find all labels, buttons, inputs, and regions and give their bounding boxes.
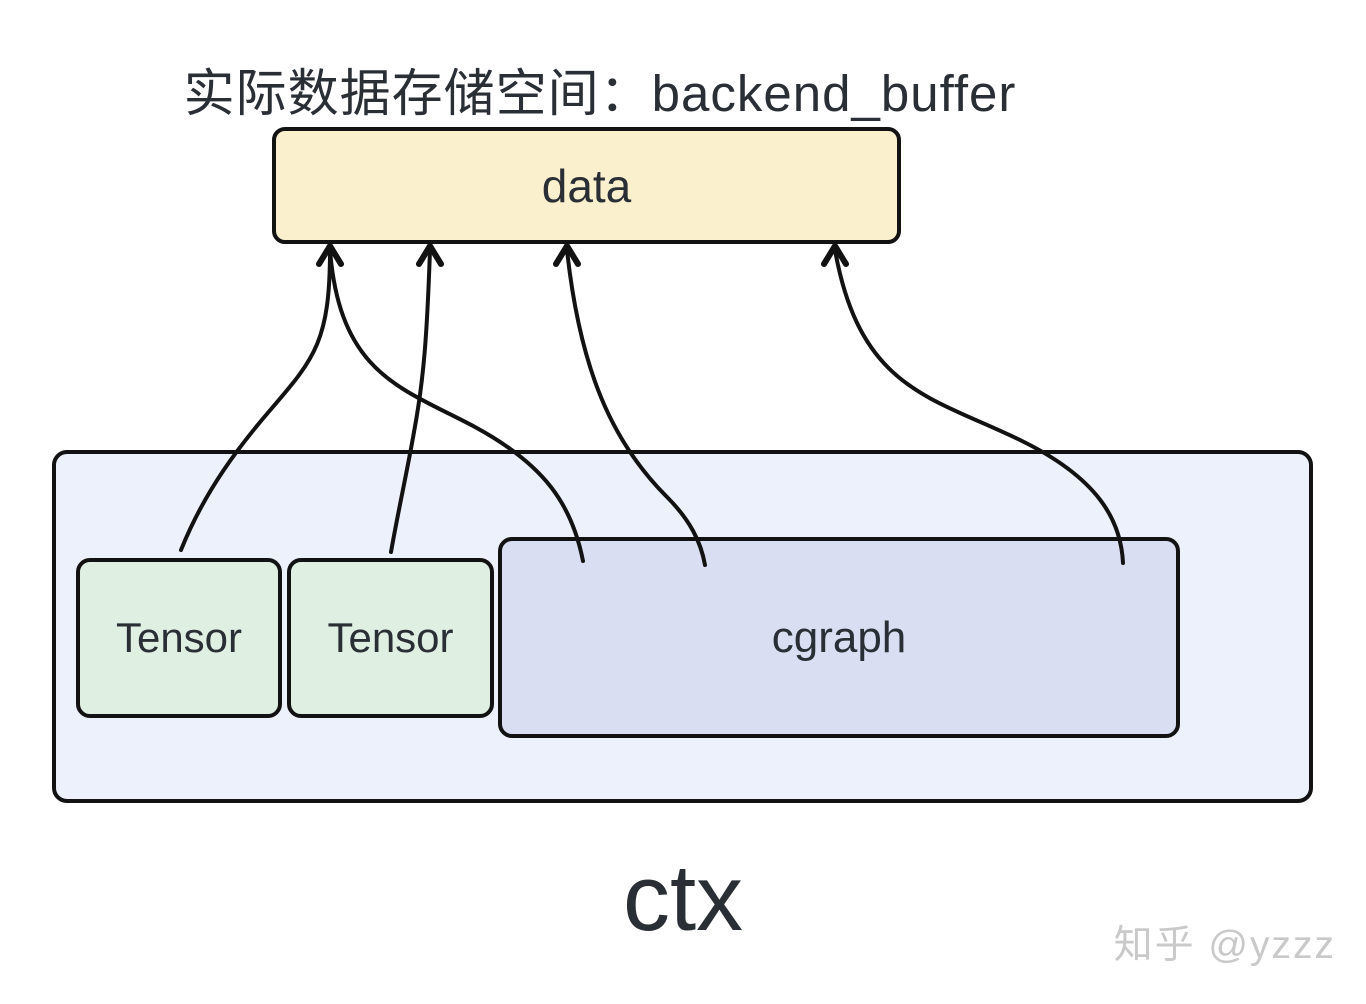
tensor2-label: Tensor <box>327 614 454 661</box>
cgraph-label: cgraph <box>771 612 907 662</box>
data-box: data <box>272 127 901 244</box>
tensor1-label: Tensor <box>115 614 243 661</box>
data-box-label: data <box>541 159 632 212</box>
arrowhead-1 <box>316 243 344 267</box>
diagram-title: 实际数据存储空间：backend_buffer <box>183 65 1017 122</box>
watermark: 知乎 @yzzz <box>1113 924 1336 967</box>
cgraph-box: cgraph <box>498 537 1180 738</box>
arrowhead-2 <box>416 243 444 267</box>
tensor2-box: Tensor <box>287 558 494 718</box>
arrowhead-4 <box>821 243 849 267</box>
ctx-label: ctx <box>622 845 744 950</box>
arrowhead-3 <box>553 243 581 267</box>
tensor1-box: Tensor <box>76 558 282 718</box>
